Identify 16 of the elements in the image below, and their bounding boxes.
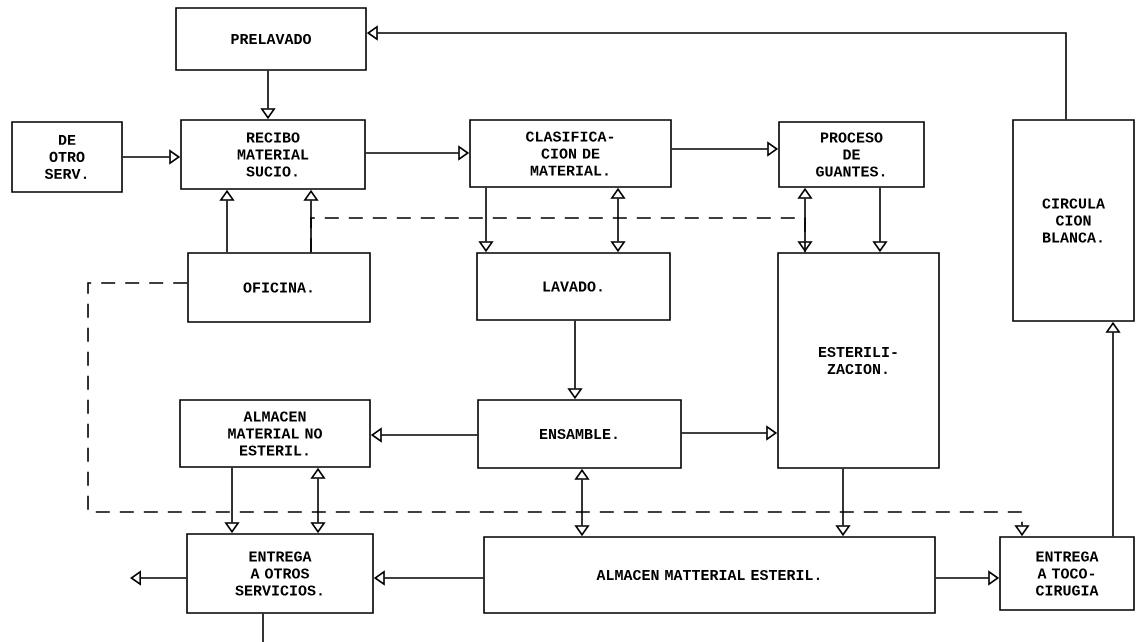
process-box: DE OTRO SERV.: [11, 121, 123, 193]
process-box: PROCESO DE GUANTES.: [778, 121, 925, 188]
process-box: ENSAMBLE.: [477, 399, 682, 469]
process-box: RECIBO MATERIAL SUCIO.: [180, 119, 366, 190]
process-box: ALMACEN MATERIAL NO ESTERIL.: [179, 399, 371, 468]
process-box: OFICINA.: [187, 252, 371, 323]
process-box: ENTREGA A OTROS SERVICIOS.: [186, 533, 374, 614]
process-box: ALMACEN MATTERIAL ESTERIL.: [483, 536, 936, 614]
line: [262, 613, 264, 642]
process-box: PRELAVADO: [175, 7, 367, 71]
process-box: ESTERILI- ZACION.: [777, 252, 940, 469]
process-box: ENTREGA A TOCO- CIRUGIA: [999, 536, 1135, 611]
process-box: CIRCULA CION BLANCA.: [1012, 119, 1135, 322]
dashed-line: [310, 217, 806, 253]
process-box: CLASIFICA- CION DE MATERIAL.: [469, 119, 672, 188]
process-box: LAVADO.: [476, 252, 671, 321]
